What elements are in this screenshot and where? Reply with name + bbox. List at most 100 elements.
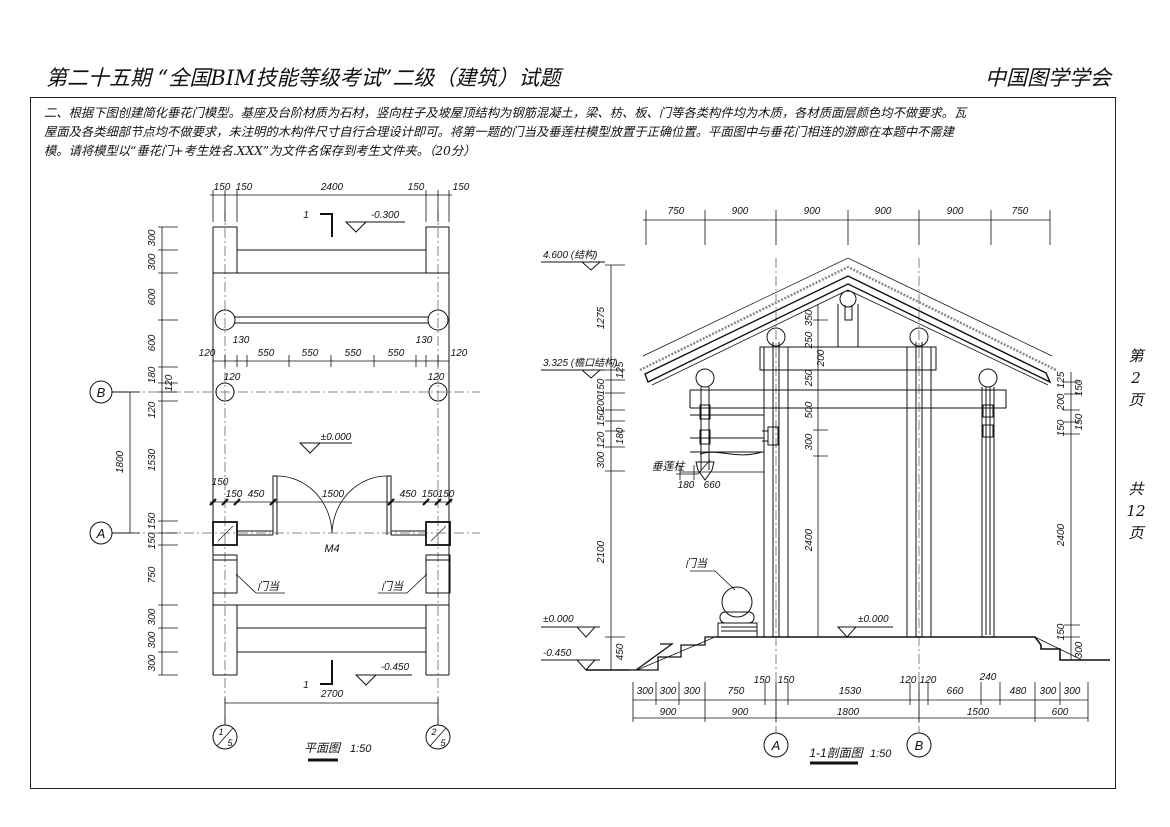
question-line: 二、根据下图创建简化垂花门模型。基座及台阶材质为石材，竖向柱子及坡屋顶结构为钢筋… bbox=[44, 106, 967, 120]
dimension-label: 120 bbox=[164, 374, 175, 391]
page-number: 第 2 页 bbox=[1126, 345, 1146, 411]
dimension-label: 180 bbox=[615, 427, 626, 444]
page-text: 共 bbox=[1128, 480, 1144, 498]
dimension-label: 500 bbox=[804, 401, 815, 418]
column-round bbox=[214, 309, 449, 402]
dimension-label: 300 bbox=[804, 433, 815, 450]
dimension-label: 900 bbox=[660, 707, 677, 718]
dimension-label: 350 bbox=[804, 309, 815, 326]
axis-bubble-1-5 bbox=[212, 724, 238, 750]
dimension-label: 150 bbox=[1056, 623, 1067, 640]
plan-section-marks-label: 1 bbox=[303, 680, 309, 691]
dimension-label: 300 bbox=[660, 686, 677, 697]
level-marker bbox=[541, 659, 600, 671]
dimension-label: 120 bbox=[428, 372, 445, 383]
dimension-label: 2400 bbox=[804, 528, 815, 552]
plan-mendang-labels-label: 门当 bbox=[257, 580, 280, 593]
platform bbox=[715, 636, 1110, 661]
plan-section-marks-label: 1 bbox=[303, 210, 309, 221]
plan-door-label-label: M4 bbox=[324, 543, 339, 555]
section-title-label: 1-1剖面图 bbox=[809, 746, 864, 760]
dimension-label: 1800 bbox=[115, 450, 126, 473]
plan-dimension-lines bbox=[125, 190, 453, 725]
dimension-label: 200 bbox=[816, 349, 827, 367]
dimension-label: 150 bbox=[147, 512, 158, 529]
dimension-label: 125 bbox=[615, 361, 626, 378]
dimension-label: 1275 bbox=[596, 306, 607, 329]
dimension-label: 300 bbox=[1064, 686, 1081, 697]
plan-title-label: 平面图 bbox=[304, 741, 342, 755]
dimension-label: 550 bbox=[258, 348, 275, 359]
dimension-label: 2700 bbox=[320, 689, 344, 700]
dimension-label: 125 bbox=[1056, 371, 1067, 388]
plan-levels-label: -0.300 bbox=[371, 210, 400, 221]
dimension-label: 300 bbox=[147, 253, 158, 270]
mendang-block bbox=[425, 554, 451, 594]
column-square bbox=[425, 521, 451, 546]
dimension-label: 900 bbox=[875, 206, 892, 217]
dimension-label: 300 bbox=[596, 451, 607, 468]
dimension-label: 2400 bbox=[1056, 523, 1067, 547]
dimension-label: 550 bbox=[345, 348, 362, 359]
dimension-label: 660 bbox=[947, 686, 964, 697]
question-line: 屋面及各类细部节点均不做要求，未注明的木构件尺寸自行合理设计即可。将第一题的门当… bbox=[44, 125, 954, 139]
section-level-labels-label: -0.450 bbox=[543, 648, 572, 659]
section-axes-label: B bbox=[915, 738, 924, 753]
dimension-label: 2400 bbox=[320, 182, 344, 193]
level-marker bbox=[541, 369, 605, 379]
dimension-label: 1530 bbox=[147, 448, 158, 471]
dimension-label: 150 bbox=[214, 182, 231, 193]
dimension-label: 300 bbox=[684, 686, 701, 697]
dimension-label: 900 bbox=[732, 206, 749, 217]
section-view bbox=[541, 210, 1110, 765]
dimension-label: 240 bbox=[979, 672, 997, 683]
dimension-label: 120 bbox=[596, 431, 607, 448]
section-pendant-label-label: 垂莲柱 bbox=[652, 460, 687, 473]
level-marker bbox=[541, 261, 605, 271]
dimension-label: 150 bbox=[453, 182, 470, 193]
exam-title: 第二十五期 “全国BIM技能等级考试”二级（建筑）试题 bbox=[46, 66, 561, 90]
plan-axes-right-num-label: 2 bbox=[430, 727, 436, 737]
door-m4 bbox=[237, 475, 426, 536]
page-text: 第 bbox=[1128, 347, 1144, 365]
chuilian-column bbox=[676, 387, 994, 481]
dimension-label: 750 bbox=[1012, 206, 1029, 217]
dimension-label: 450 bbox=[248, 489, 265, 500]
dimension-label: 300 bbox=[1074, 641, 1085, 658]
dimension-label: 250 bbox=[804, 331, 815, 349]
dimension-label: 120 bbox=[920, 675, 937, 686]
level-marker bbox=[836, 626, 893, 638]
axis-bubble-a bbox=[763, 732, 789, 758]
dimension-label: 120 bbox=[147, 401, 158, 418]
dimension-label: 150 bbox=[226, 489, 243, 500]
dimension-label: 300 bbox=[147, 631, 158, 648]
dimension-label: 200 bbox=[596, 394, 607, 412]
dimension-label: 130 bbox=[233, 335, 250, 346]
plan-levels-label: ±0.000 bbox=[321, 432, 352, 443]
page-text: 2 bbox=[1131, 369, 1141, 387]
page-text: 12 bbox=[1126, 502, 1146, 520]
plan-axes-left-den-label: 5 bbox=[227, 738, 233, 748]
dimension-label: 180 bbox=[147, 366, 158, 383]
plan-scale-label: 1:50 bbox=[350, 743, 372, 755]
dimension-label: 150 bbox=[596, 378, 607, 395]
section-axes-label: A bbox=[771, 738, 781, 753]
dimension-label: 750 bbox=[668, 206, 685, 217]
axis-bubble-b bbox=[906, 732, 932, 758]
steps-left bbox=[630, 636, 715, 671]
axis-bubble-2-5 bbox=[425, 724, 451, 750]
plan-view bbox=[89, 190, 480, 762]
plan-axes-B-label: B bbox=[97, 385, 106, 400]
plan-levels-label: -0.450 bbox=[381, 662, 410, 673]
dimension-label: 2100 bbox=[596, 540, 607, 564]
dimension-label: 150 bbox=[438, 489, 455, 500]
level-marker bbox=[298, 442, 352, 454]
dimension-label: 450 bbox=[400, 489, 417, 500]
dimension-label: 600 bbox=[147, 288, 158, 305]
dimension-label: 180 bbox=[678, 480, 695, 491]
dimension-label: 600 bbox=[1052, 707, 1069, 718]
dimension-label: 120 bbox=[224, 372, 241, 383]
dimension-label: 750 bbox=[147, 566, 158, 583]
dimension-label: 150 bbox=[147, 532, 158, 549]
